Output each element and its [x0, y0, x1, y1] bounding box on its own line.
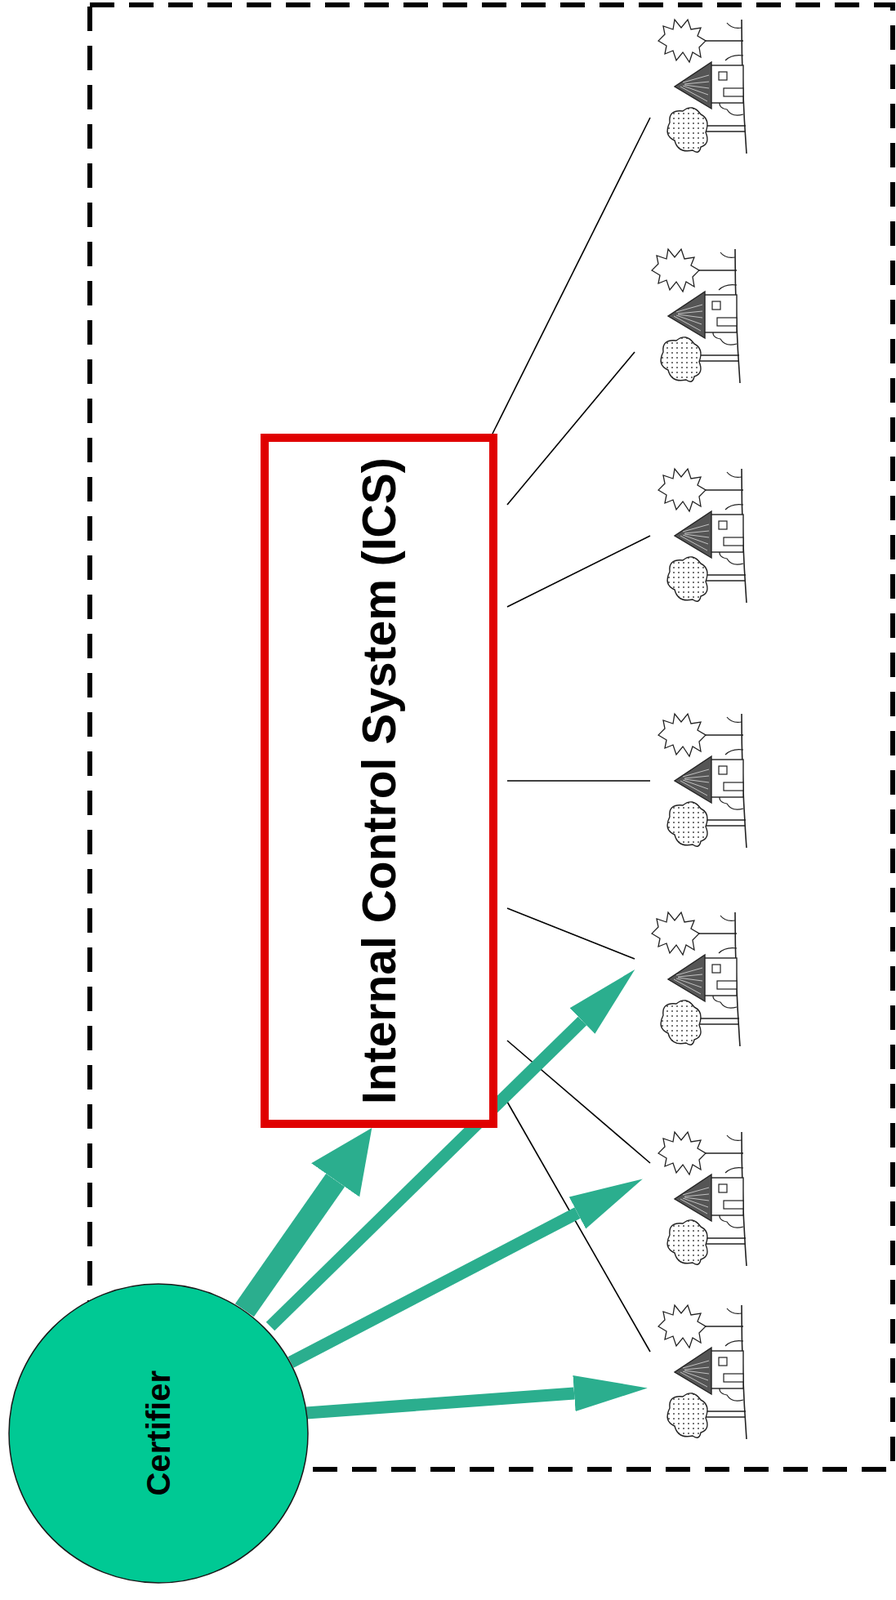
farms — [651, 19, 747, 1440]
farm-link — [492, 117, 651, 434]
certification-arrow — [244, 1180, 335, 1311]
farm-links — [492, 117, 651, 1352]
inspection-arrow — [306, 1393, 575, 1414]
certifier-circle: Certifier — [8, 1283, 309, 1584]
farm-illustration — [658, 1305, 747, 1440]
farm-illustration — [658, 468, 747, 603]
farm-link — [507, 1101, 651, 1352]
node-label: Certifier — [139, 1370, 178, 1496]
farm-illustration — [651, 912, 740, 1047]
control-system-box: Internal Control System (ICS) — [260, 433, 498, 1128]
farm-illustration — [658, 19, 747, 154]
farm-link — [507, 908, 635, 959]
group-boundary — [89, 4, 893, 1470]
farm-illustration — [658, 713, 747, 848]
farm-link — [507, 535, 651, 607]
inspection-arrow — [290, 1212, 578, 1363]
farm-illustration — [658, 1132, 747, 1266]
node-label: Internal Control System (ICS) — [352, 454, 406, 1108]
farm-link — [507, 352, 635, 505]
farm-illustration — [651, 249, 740, 384]
farm-link — [507, 1040, 651, 1164]
farm-link — [507, 780, 651, 782]
circle-fill — [8, 1283, 308, 1583]
